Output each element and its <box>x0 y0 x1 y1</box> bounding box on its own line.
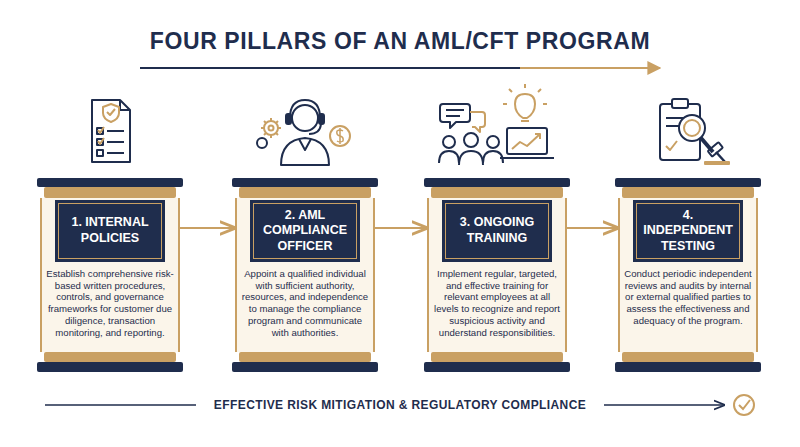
flow-arrow <box>567 227 617 229</box>
training-icon <box>439 84 554 165</box>
check-circle <box>734 395 754 415</box>
pillar-heading: 2. AML COMPLIANCE OFFICER <box>250 200 360 262</box>
audit-icon <box>660 99 730 165</box>
officer-icon <box>257 100 350 165</box>
footer-rule <box>45 404 196 406</box>
footer-caption: EFFECTIVE RISK MITIGATION & REGULATORY C… <box>214 398 586 412</box>
flow-arrow <box>180 227 234 229</box>
pillar-box: 1. INTERNAL POLICIESEstablish comprehens… <box>40 198 180 352</box>
flow-arrow <box>375 227 426 229</box>
pillar-heading: 1. INTERNAL POLICIES <box>55 200 165 262</box>
pillar-description: Establish comprehensive risk-based writt… <box>42 262 178 338</box>
pillar-description: Conduct periodic independent reviews and… <box>620 262 756 327</box>
pillar-heading: 3. ONGOING TRAINING <box>442 200 552 262</box>
pillar-box: 4. INDEPENDENT TESTINGConduct periodic i… <box>618 198 758 352</box>
pillar-heading: 4. INDEPENDENT TESTING <box>633 200 743 262</box>
title-rule <box>140 67 660 69</box>
pillar-box: 2. AML COMPLIANCE OFFICERAppoint a quali… <box>235 198 375 352</box>
pillar-capital <box>424 178 570 372</box>
pillar-capital <box>232 178 378 372</box>
pillar-box: 3. ONGOING TRAININGImplement regular, ta… <box>427 198 567 352</box>
pillar-description: Implement regular, targeted, and effecti… <box>429 262 565 338</box>
diagram-title: FOUR PILLARS OF AN AML/CFT PROGRAM <box>0 28 800 55</box>
pillar-description: Appoint a qualified individual with suff… <box>237 262 373 338</box>
pillar-capital <box>37 178 183 372</box>
check-mark <box>739 400 750 409</box>
footer-arrow <box>604 404 724 406</box>
title-arrow <box>520 67 660 69</box>
pillar-capital <box>615 178 761 372</box>
document-icon <box>92 100 130 162</box>
